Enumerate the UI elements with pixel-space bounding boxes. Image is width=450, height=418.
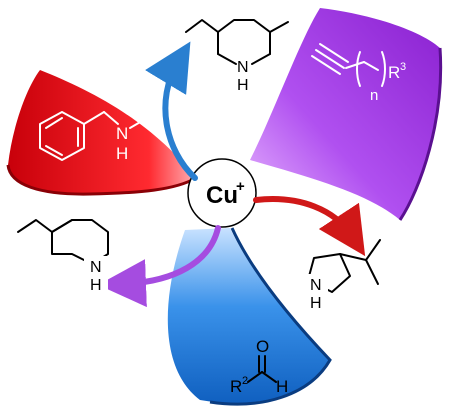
piperidine-methyl-n-label: N [237, 59, 249, 76]
alkyne-r-label: R [388, 63, 400, 82]
arrow-red [253, 196, 366, 257]
copper-catalyst: Cu + [187, 158, 257, 228]
piperidine-propyl-n-label: N [90, 259, 102, 276]
piperidine-propyl-product: N H [17, 219, 109, 294]
aldehyde-reactant: O R 2 H [230, 337, 288, 396]
amine-reactant: N H R 1 [39, 105, 160, 163]
pyrrolidine-n-label: N [310, 277, 322, 294]
alkyne-n-label: n [370, 87, 378, 104]
amine-r-sup: 1 [154, 105, 160, 117]
amine-h-label: H [116, 144, 128, 163]
arrow-blue [145, 41, 198, 181]
piperidine-methyl-product: N H [185, 19, 289, 94]
copper-label: Cu [206, 182, 238, 209]
alkyne-r-sup: 3 [400, 61, 406, 73]
piperidine-propyl-h-label: H [90, 277, 102, 294]
amine-r-label: R [142, 107, 154, 126]
copper-charge: + [236, 178, 245, 195]
piperidine-methyl-h-label: H [237, 77, 249, 94]
aldehyde-r-label: R [230, 377, 242, 396]
aldehyde-r-sup: 2 [242, 375, 248, 387]
pyrrolidine-product: N H [306, 239, 381, 312]
arrow-purple [98, 225, 221, 308]
alkyne-reactant: n R 3 [311, 43, 406, 104]
aldehyde-h-label: H [276, 377, 288, 396]
pyrrolidine-h-label: H [310, 295, 322, 312]
amine-n-label: N [116, 124, 128, 143]
aldehyde-o-label: O [256, 337, 269, 356]
